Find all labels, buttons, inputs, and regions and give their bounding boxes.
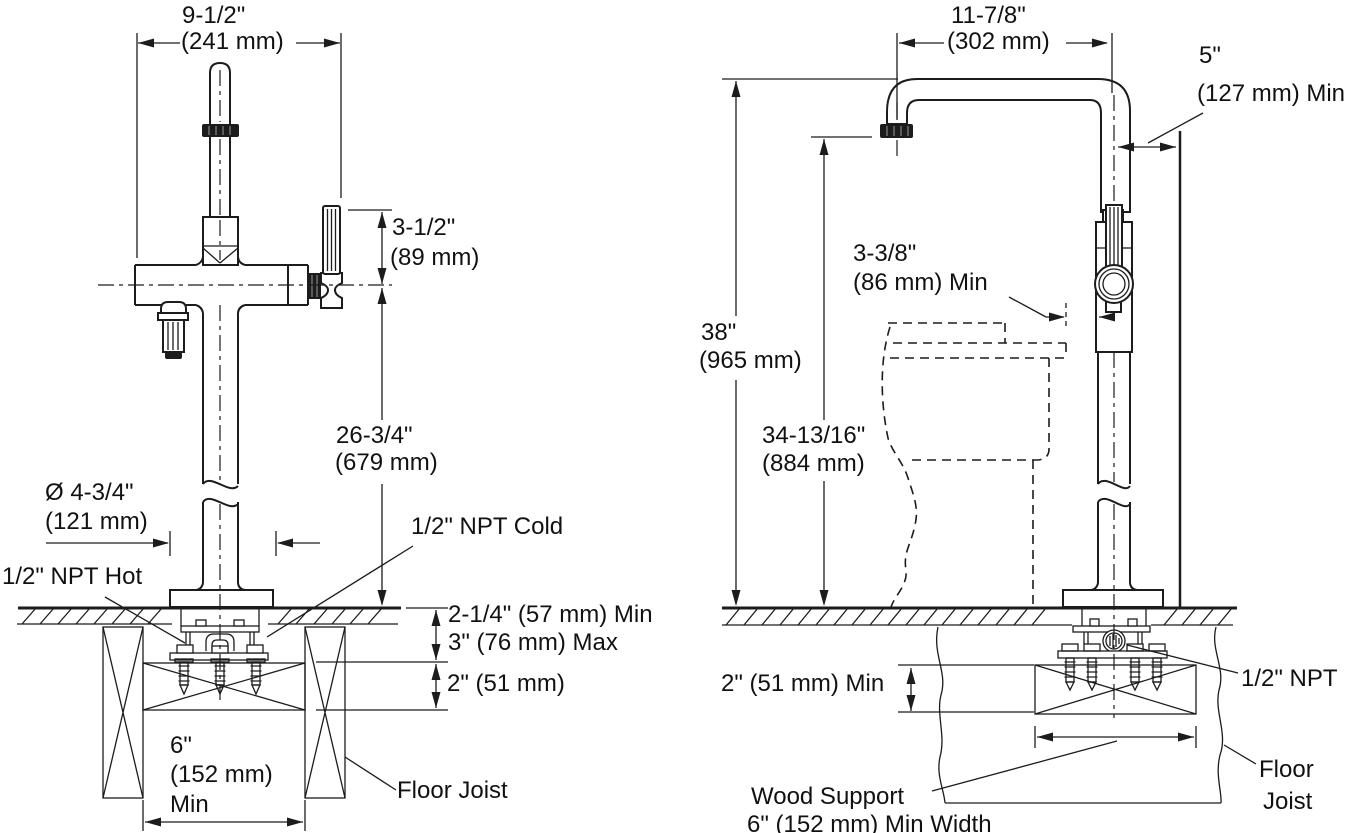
valve-adapter <box>308 273 321 299</box>
dim-handle-height-mm-label: (89 mm) <box>390 244 480 271</box>
dim-tub-clearance-mm-label: (86 mm) Min <box>853 269 988 296</box>
callout-npt-hot: 1/2" NPT Hot <box>2 563 143 590</box>
spout <box>209 61 231 217</box>
callout-floor-joist-side-1: Floor <box>1259 756 1314 783</box>
aerator-ring-side <box>880 124 913 138</box>
dim-spout-reach-mm-label: (302 mm) <box>947 28 1050 55</box>
dim-total-height-mm-label: (965 mm) <box>699 347 802 374</box>
dimension-arrowheads <box>138 38 1194 827</box>
floor-joist-right <box>304 626 346 799</box>
dim-outlet-height-mm-label: (679 mm) <box>335 449 438 476</box>
floor-section-front <box>17 606 401 625</box>
dim-handle-height-label: 3-1/2" <box>392 214 456 241</box>
centerlines-front <box>98 70 392 700</box>
dim-spout-width-mm-label: (241 mm) <box>181 28 284 55</box>
dim-support-thickness-label: 2" (51 mm) Min <box>721 670 885 697</box>
dim-spout-width-label: 9-1/2" <box>182 2 246 29</box>
handle <box>322 205 341 275</box>
dim-support-width-label-3: Min <box>170 791 209 818</box>
dim-escutcheon-dia-label: Ø 4-3/4" <box>45 479 134 506</box>
faucet-front <box>134 61 343 608</box>
dim-wall-clearance-label: 5" <box>1199 42 1221 69</box>
handle-hub <box>320 272 343 309</box>
dim-total-height-label: 38" <box>701 319 737 346</box>
front-view <box>17 33 448 831</box>
floor-joist-left <box>102 626 144 799</box>
dim-floor-depth-max-label: 3" (76 mm) Max <box>448 629 618 656</box>
handle-hub-side <box>1094 264 1134 304</box>
spout-side <box>886 78 1131 213</box>
dim-wall-clearance-mm-label: (127 mm) Min <box>1197 80 1346 107</box>
callout-wood-support-2: 6" (152 mm) Min Width <box>747 811 992 833</box>
mounting-assembly-side <box>1057 608 1168 692</box>
handle-side <box>1105 204 1123 270</box>
side-view <box>722 33 1257 804</box>
aerator-ring <box>202 124 239 137</box>
dim-spout-reach-label: 11-7/8" <box>951 2 1026 29</box>
escutcheon <box>169 589 274 608</box>
callout-floor-joist-side-2: Joist <box>1263 788 1313 815</box>
wood-support-side <box>1034 664 1197 715</box>
bathtub-outline <box>881 322 1067 608</box>
floor-section-side <box>722 606 1237 804</box>
dim-outlet-height-label: 34-13/16" <box>762 422 866 449</box>
callout-floor-joist-front: Floor Joist <box>397 777 508 804</box>
dim-outlet-height-mm-label: (884 mm) <box>762 450 865 477</box>
mounting-assembly-front <box>169 608 269 696</box>
dim-support-thickness-label: 2" (51 mm) <box>447 670 565 697</box>
dim-support-width-label-2: (152 mm) <box>170 761 273 788</box>
diverter <box>157 301 189 359</box>
faucet-side <box>880 78 1164 608</box>
dim-floor-depth-min-label: 2-1/4" (57 mm) Min <box>448 601 653 628</box>
callout-npt: 1/2" NPT <box>1241 665 1338 692</box>
dim-outlet-height-label: 26-3/4" <box>336 422 413 449</box>
dim-support-width-label-1: 6" <box>170 732 192 759</box>
callout-wood-support-1: Wood Support <box>751 783 904 810</box>
callout-npt-cold: 1/2" NPT Cold <box>411 513 564 540</box>
dim-escutcheon-dia-mm-label: (121 mm) <box>45 508 148 535</box>
escutcheon-side <box>1062 589 1164 608</box>
dim-tub-clearance-label: 3-3/8" <box>853 240 917 267</box>
